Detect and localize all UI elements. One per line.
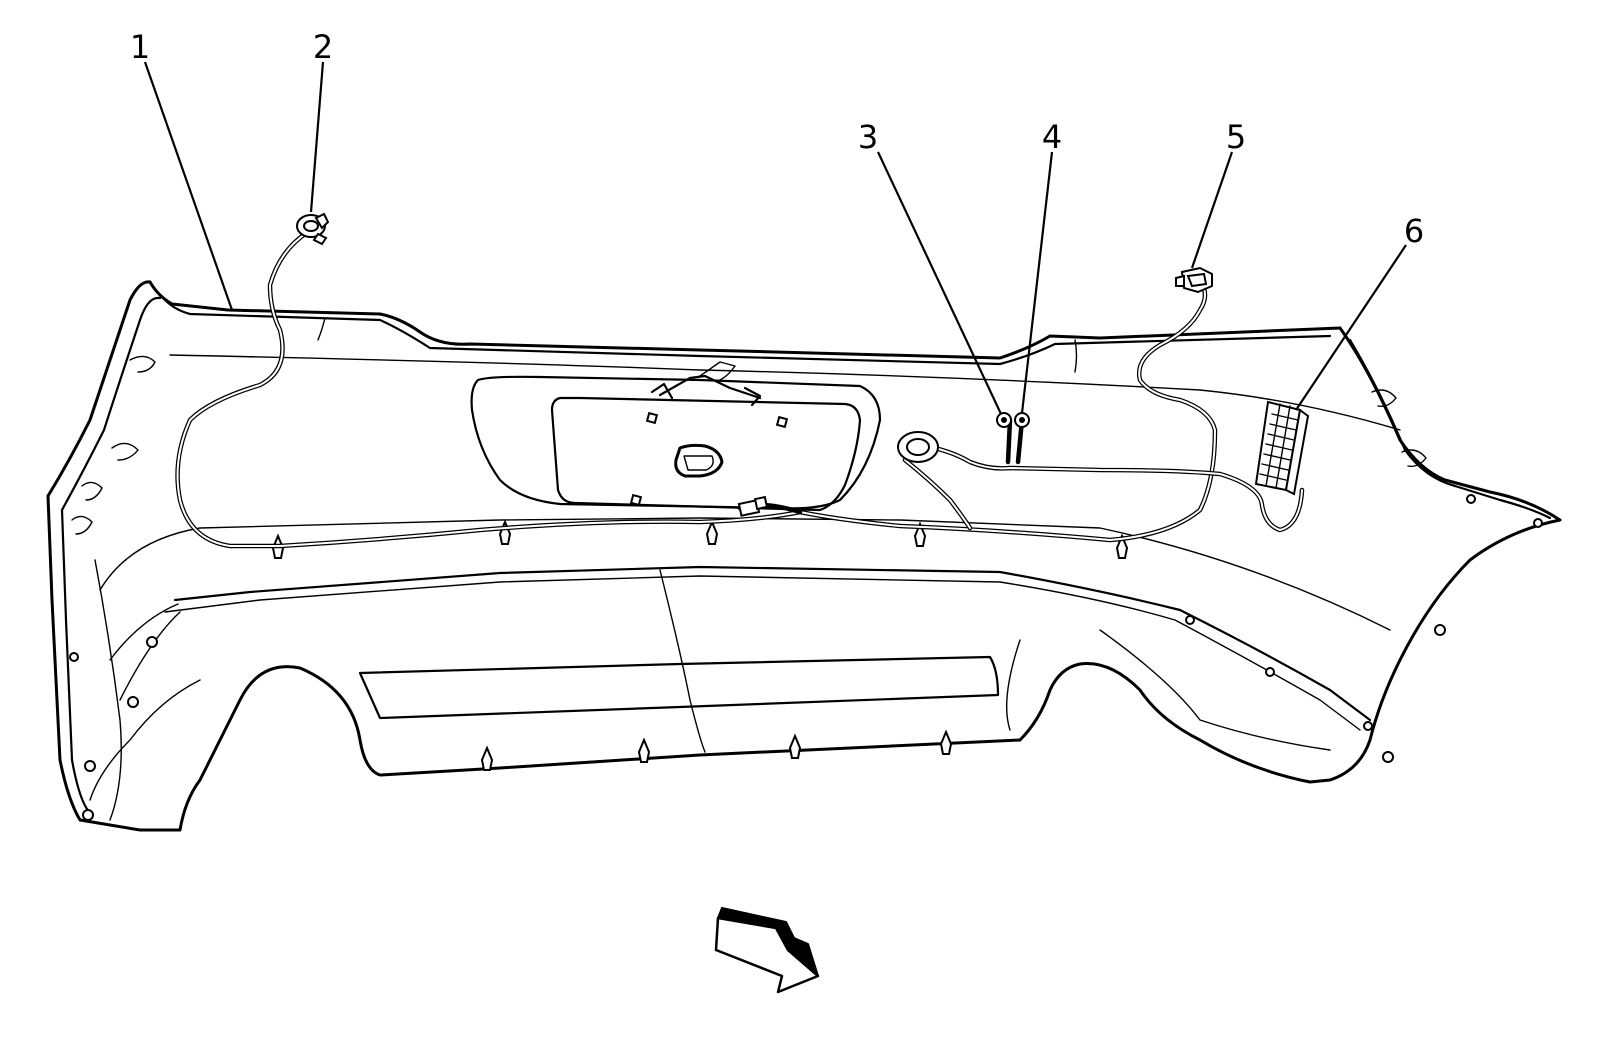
fascia-mounting-clips	[69, 355, 1543, 821]
lower-center-panel	[358, 655, 1000, 720]
leader-lines	[143, 61, 1407, 415]
fascia-bottom-edge	[46, 494, 1022, 832]
view-direction-arrow-icon	[714, 907, 820, 994]
callout-4: 4	[1042, 118, 1062, 156]
part-4-sensor	[1014, 412, 1030, 428]
callout-labels: 1 2 3 4 5 6	[130, 28, 1424, 250]
fascia-left-inner-edge	[60, 296, 162, 512]
fascia-right-edge	[1018, 326, 1562, 784]
part-5-connector	[1175, 266, 1213, 294]
bumper-fascia	[46, 280, 1562, 832]
part-3-sensor	[996, 412, 1012, 428]
fascia-left-edge	[46, 280, 152, 498]
harness-grommet	[897, 431, 939, 463]
wiring-harness	[175, 229, 1305, 549]
fascia-contour-lines	[89, 317, 1401, 821]
push-pin-retainers	[271, 519, 1129, 771]
callout-2: 2	[313, 28, 333, 66]
fascia-top-inner-edge	[163, 298, 1332, 366]
callout-3: 3	[858, 118, 878, 156]
part-2-connector	[296, 212, 330, 246]
part-6-module	[1254, 400, 1310, 496]
license-plate-pocket	[470, 361, 882, 512]
license-lamp-connector	[737, 495, 769, 517]
callout-1: 1	[130, 28, 150, 66]
fascia-right-inner-edge	[1348, 338, 1552, 520]
callout-5: 5	[1226, 118, 1246, 156]
callout-6: 6	[1404, 212, 1424, 250]
